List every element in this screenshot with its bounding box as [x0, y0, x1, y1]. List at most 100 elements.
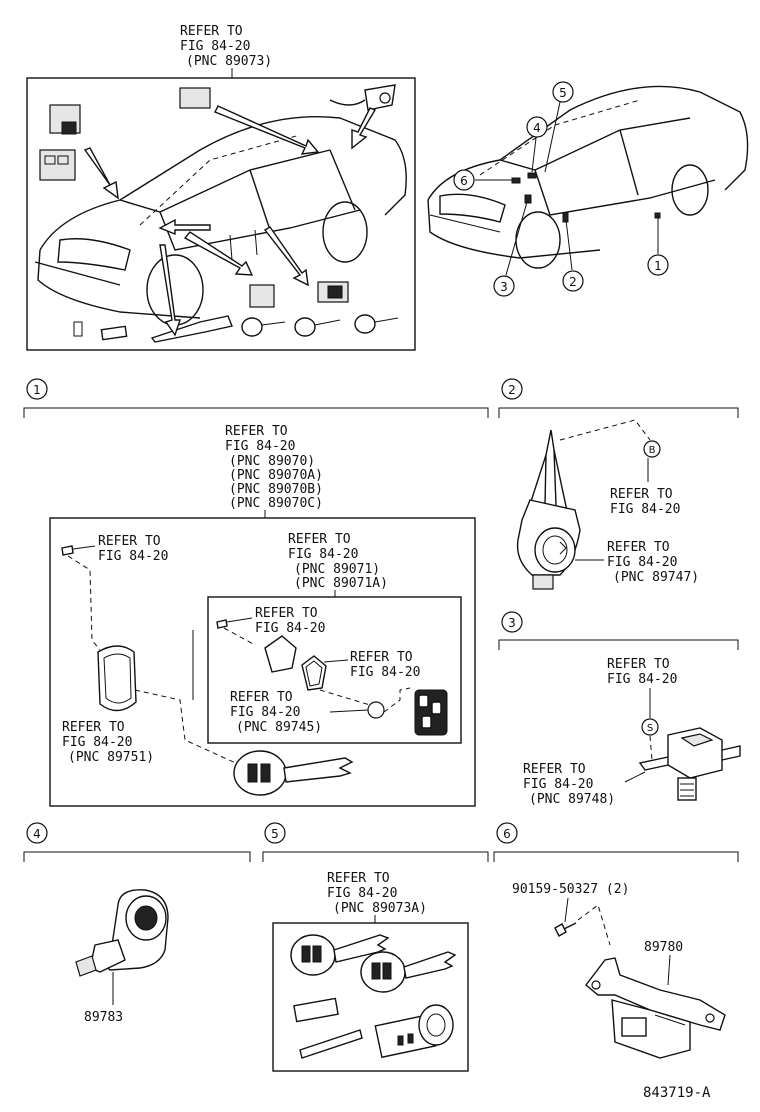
svg-text:3: 3 [508, 616, 516, 630]
s1-outer-ref-l1: REFER TO [225, 424, 288, 439]
s1-inner-screw-ref-l2: FIG 84-20 [255, 621, 325, 636]
svg-text:6: 6 [503, 827, 511, 841]
s2-part-ref-l3: (PNC 89747) [613, 570, 699, 585]
s2-bracket-sensor [516, 429, 581, 590]
s1-outer-ref-l6: (PNC 89070C) [229, 496, 323, 511]
callout-5 [552, 81, 574, 103]
s1-cover-ref-l3: (PNC 89751) [68, 750, 154, 765]
s5-ref-l2: FIG 84-20 [327, 886, 397, 901]
s3-top-ref-l2: FIG 84-20 [607, 672, 677, 687]
s4-ignition-coil [75, 889, 169, 977]
figure-id: 843719-A [643, 1085, 711, 1101]
svg-text:5: 5 [559, 86, 567, 100]
s1-remote-buttons [414, 689, 448, 736]
section-5: 5 REFER TO FIG 84-20 (PNC 89073A) [262, 822, 489, 1072]
svg-text:B: B [649, 445, 656, 456]
overview-ref-line1: REFER TO [180, 24, 243, 39]
s5-ref-l1: REFER TO [327, 871, 390, 886]
overview-panel: REFER TO FIG 84-20 (PNC 89073) [26, 24, 416, 351]
s2-clip-ref-l1: REFER TO [610, 487, 673, 502]
s1-inner-ref-l3: (PNC 89071) [294, 562, 380, 577]
s1-inner-ref-l1: REFER TO [288, 532, 351, 547]
overview-parts [39, 84, 399, 343]
s5-lock-cylinder [299, 1004, 454, 1059]
section-2: 2 B REFER TO FIG 84-20 REFER TO FIG 84-2… [498, 378, 739, 590]
svg-text:5: 5 [271, 827, 279, 841]
s2-part-ref-l1: REFER TO [607, 540, 670, 555]
s1-outer-ref-l5: (PNC 89070B) [229, 482, 323, 497]
s1-cover-ref-l2: FIG 84-20 [62, 735, 132, 750]
s1-transmitter-case [301, 655, 327, 691]
svg-text:2: 2 [508, 383, 516, 397]
s1-screw-ref-l2: FIG 84-20 [98, 549, 168, 564]
callout-1 [647, 254, 669, 276]
callout-4 [526, 116, 548, 138]
s1-case-ref-l2: FIG 84-20 [350, 665, 420, 680]
s1-screw-ref-l1: REFER TO [98, 534, 161, 549]
section-3: 3 REFER TO FIG 84-20 S REFER TO FIG 84-2… [498, 611, 741, 807]
callout-3 [493, 275, 515, 297]
section-3-number [501, 611, 523, 633]
section-6-number [496, 822, 518, 844]
section-4: 4 89783 [23, 822, 251, 1025]
s2-part-ref-l2: FIG 84-20 [607, 555, 677, 570]
section-4-number [26, 822, 48, 844]
s1-outer-ref-l4: (PNC 89070A) [229, 468, 323, 483]
s6-part-number: 89780 [644, 940, 683, 955]
s6-bolt-label: 90159-50327 (2) [512, 882, 629, 897]
s1-inner-screw-ref-l1: REFER TO [255, 606, 318, 621]
s6-receiver-module [585, 957, 726, 1059]
svg-text:1: 1 [654, 259, 662, 273]
car-callouts: 5 4 6 3 2 1 [453, 81, 669, 297]
overview-ref-line3: (PNC 89073) [186, 54, 272, 69]
s1-inner-ref-l2: FIG 84-20 [288, 547, 358, 562]
s2-marker [643, 440, 661, 458]
section-5-number [264, 822, 286, 844]
s5-key-tag [293, 997, 339, 1023]
section-6: 6 90159-50327 (2) 89780 [493, 822, 739, 1059]
s1-inner-screw [216, 619, 228, 629]
s5-key-1 [290, 934, 390, 976]
s3-part-ref-l3: (PNC 89748) [529, 792, 615, 807]
s2-clip-ref-l2: FIG 84-20 [610, 502, 680, 517]
s1-master-key [233, 750, 354, 796]
s1-battery-ref-l2: FIG 84-20 [230, 705, 300, 720]
s1-inner-ref-l4: (PNC 89071A) [294, 576, 388, 591]
s5-frame [272, 922, 469, 1072]
s1-cover-ref-l1: REFER TO [62, 720, 125, 735]
s1-battery [367, 701, 385, 719]
s3-marker [641, 718, 659, 736]
s1-inner-frame [207, 596, 462, 744]
svg-text:3: 3 [500, 280, 508, 294]
s1-battery-ref-l1: REFER TO [230, 690, 293, 705]
s3-top-ref-l1: REFER TO [607, 657, 670, 672]
svg-text:2: 2 [569, 275, 577, 289]
callout-6 [453, 169, 475, 191]
overview-ref-line2: FIG 84-20 [180, 39, 250, 54]
overview-lock-cylinder [249, 284, 275, 308]
s3-sensor-unit [638, 727, 741, 801]
car-illustration-right [427, 85, 749, 269]
section-1-number [26, 378, 48, 400]
callout-2 [562, 270, 584, 292]
s5-ref-l3: (PNC 89073A) [333, 901, 427, 916]
section-2-number [501, 378, 523, 400]
s3-part-ref-l1: REFER TO [523, 762, 586, 777]
s6-bolt [554, 922, 577, 937]
svg-text:S: S [647, 723, 653, 734]
overview-door-module [179, 87, 211, 109]
s1-outer-ref-l3: (PNC 89070) [229, 454, 315, 469]
s4-part-number: 89783 [84, 1010, 123, 1025]
s1-outer-ref-l2: FIG 84-20 [225, 439, 295, 454]
svg-text:1: 1 [33, 383, 41, 397]
overview-relay-block [39, 149, 76, 181]
section-1: 1 REFER TO FIG 84-20 (PNC 89070) (PNC 89… [23, 378, 489, 807]
s1-screw [61, 545, 74, 556]
svg-text:4: 4 [533, 121, 541, 135]
overview-frame [26, 77, 416, 351]
svg-text:4: 4 [33, 827, 41, 841]
s5-key-2 [360, 951, 457, 993]
s1-key-cover [97, 645, 137, 712]
